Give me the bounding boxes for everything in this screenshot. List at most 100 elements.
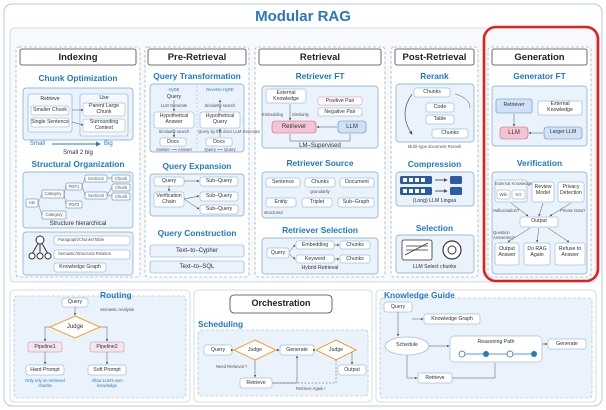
source-document: Document <box>345 179 369 185</box>
hypothetical-answer: Hypothetical Answer <box>159 113 189 125</box>
column-header-pre-retrieval: Pre-Retrieval <box>167 52 227 63</box>
kgd-knowledge-graph: Knowledge Graph <box>431 316 473 322</box>
rft-note-similarity: Similarity <box>292 112 309 117</box>
ver-output: Output <box>531 218 547 224</box>
orch-need-retrieval: Need Retrieval ? <box>216 364 248 369</box>
qt-query-left: Query <box>166 94 182 100</box>
retriever-ft-title: Retriever FT <box>295 71 345 81</box>
kgd-reasoning-path: Reasoning Path <box>477 339 515 345</box>
structure-hierarchical-caption: Structure hierarchical <box>49 221 107 227</box>
orch-generate: Generate <box>286 347 308 353</box>
hybrid-retrieval-caption: Hybrid Retrieval <box>301 265 339 271</box>
ver-output-answer: Output Answer <box>498 246 516 258</box>
selection-caption: LLM Select chunks <box>412 264 457 270</box>
category-label-1: Category <box>44 191 62 196</box>
ver-wiki: Wiki <box>499 192 508 197</box>
chunk-label-3: Chunk <box>114 194 128 199</box>
small2big-caption: Small 2 big <box>63 150 93 156</box>
kgd-query: Query <box>390 304 406 310</box>
rerank-table: Table <box>433 116 447 122</box>
chunk-label-2: Chunk <box>114 185 128 190</box>
verification-title: Verification <box>516 158 563 168</box>
column-header-generation: Generation <box>514 52 565 63</box>
compression-caption: (Long) LLM Lingua <box>412 198 457 204</box>
query-transformation-title: Query Transformation <box>153 71 241 81</box>
reasoning-path-icon <box>458 350 537 358</box>
hypothetical-query: Hypothetical Query <box>205 113 235 125</box>
use-label: Use <box>99 95 109 101</box>
routing-pipeline1: Pipeline1 <box>34 344 56 350</box>
smaller-chunk: Smaller Chunk <box>32 107 68 113</box>
gft-retriever: Retriever <box>503 102 525 108</box>
retriever-ft-retriever-box <box>271 120 317 134</box>
orch-retrieve-again: Retrieve Again ! <box>296 386 326 391</box>
retrieve-label: Retrieve <box>40 96 60 102</box>
rerank-chunks-top: Chunks <box>423 89 441 95</box>
ver-privacy-detection: Privacy Detection <box>560 184 582 196</box>
rerank-title: Rerank <box>420 71 449 81</box>
column-header-indexing: Indexing <box>58 52 98 63</box>
orch-query: Query <box>210 347 226 353</box>
gft-external-knowledge: External Knowledge <box>547 101 573 113</box>
ver-hallucination: Hallucination? <box>493 208 520 213</box>
kg-icon <box>28 235 52 260</box>
kb-label: KB <box>29 200 35 205</box>
rerank-chunks-bottom: Chunks <box>441 130 459 136</box>
routing-title: Routing <box>100 290 132 300</box>
retriever-source-title: Retriever Source <box>286 158 354 168</box>
text-to-cypher: Text–to–Cypher <box>175 248 219 254</box>
query-expansion-title: Query Expansion <box>162 161 232 171</box>
surrounding-context: Surrounding Context <box>89 119 119 131</box>
generation-highlight <box>482 25 600 283</box>
rerank-code: Code <box>433 104 447 110</box>
source-chunks: Chunks <box>311 179 329 185</box>
chunk-label-1: Chunk <box>114 176 128 181</box>
compression-icon <box>400 176 462 195</box>
reverse-hyde-similarity: Similarity search <box>204 103 236 108</box>
reverse-hyde-note: Query ⟶ Query <box>204 147 236 152</box>
page-title: Modular RAG <box>255 8 351 25</box>
routing-note-2: Allow LLM's own knowledge <box>91 378 123 388</box>
retriever-selection-title: Retriever Selection <box>282 225 358 235</box>
big-label: Big <box>104 141 113 147</box>
granularity-label: granularity <box>310 189 330 194</box>
rs-embedding: Embedding <box>301 242 329 248</box>
compression-title: Compression <box>407 159 462 169</box>
rft-external-knowledge: External Knowledge <box>273 90 299 102</box>
routing-semantic: Semantic Analysis <box>100 307 134 312</box>
text-to-sql: Text–to–SQL <box>179 264 215 270</box>
rft-retriever: Retriever <box>281 124 307 130</box>
pdf2-label: PDF2 <box>68 202 80 207</box>
small-label: Small <box>30 141 46 147</box>
qe-query: Query <box>161 178 177 184</box>
kgd-retrieve: Retrieve <box>425 375 445 381</box>
reverse-hyde-docs: Docs <box>213 139 225 145</box>
source-sentence: Sentence <box>272 179 294 185</box>
routing-judge: Judge <box>66 324 84 330</box>
section2-label: Section2 <box>87 193 105 198</box>
hyde-similarity: Similarity search <box>158 129 190 134</box>
routing-hard-prompt: Hard Prompt <box>30 367 60 373</box>
routing-soft-prompt: Soft Prompt <box>93 367 121 373</box>
rs-query: Query <box>270 250 286 256</box>
ver-review-model: Review Model <box>534 184 552 196</box>
kgd-schedule: Schedule <box>396 342 418 348</box>
structured-label: structured <box>264 210 283 215</box>
kgd-generate: Generate <box>556 341 578 347</box>
scheduling-title: Scheduling <box>198 319 244 329</box>
orch-retrieve: Retrieve <box>246 380 266 386</box>
orch-judge-2: Judge <box>328 347 344 353</box>
rs-keyword: Keyword <box>304 256 326 262</box>
reverse-hyde-llm: Query by the docs LLM Generate <box>198 129 260 134</box>
routing-note-1: Only rely on retrieved chunks <box>25 378 65 388</box>
ver-external-knowledge: External Knowledge <box>495 181 533 186</box>
column-header-post-retrieval: Post-Retrieval <box>402 52 467 63</box>
column-headers <box>19 48 588 66</box>
kg-line-2: Semantic/Structural Relation <box>58 251 112 256</box>
parent-large-chunk: Parent Large Chunk <box>89 103 119 115</box>
sub-query-2: Sub–Query <box>205 193 233 199</box>
source-entity: Entity <box>274 199 288 205</box>
hyde-docs: Docs <box>167 139 179 145</box>
